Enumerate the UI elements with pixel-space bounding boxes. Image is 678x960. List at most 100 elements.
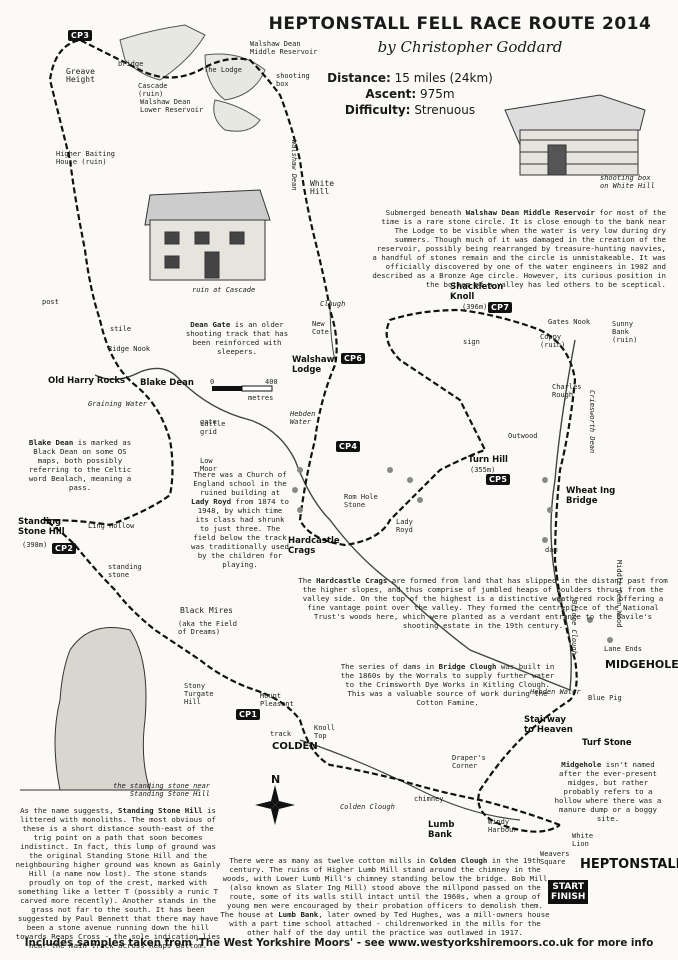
scale-unit: metres: [248, 394, 274, 402]
place-walshaw-lodge: Walshaw Lodge: [292, 355, 335, 375]
place-shooting-box: shooting box: [276, 72, 310, 88]
place-stony-turgate: Stony Turgate Hill: [184, 682, 214, 706]
reservoir-lower: [213, 99, 261, 132]
place-ling-hollow: Ling Hollow: [88, 522, 135, 530]
place-old-harry-rocks: Old Harry Rocks: [48, 376, 126, 386]
place-lumb-bank: Lumb Bank: [428, 820, 455, 840]
place-greave-height: Greave Height: [66, 67, 95, 84]
caption-ruin-cascade: ruin at Cascade: [192, 286, 256, 294]
place-walshaw-middle: Walshaw Dean Middle Reservoir: [250, 40, 318, 56]
water-walshaw-dean: Walshaw Dean: [290, 140, 298, 191]
para-colden-clough: There were as many as twelve cotton mill…: [220, 856, 550, 937]
water-clough: Clough: [320, 300, 346, 308]
checkpoint-cp3: CP3: [68, 30, 93, 41]
place-turn-hill: Turn Hill: [468, 455, 508, 465]
caption-standing-stone: the standing stone near Standing Stone H…: [113, 782, 210, 798]
place-hardcastle-crags: Hardcastle Crags: [288, 536, 340, 556]
place-blue-pig: Blue Pig: [588, 694, 622, 702]
checkpoint-cp1: CP1: [236, 709, 261, 720]
label-track: track: [270, 730, 292, 738]
place-shackleton-knoll: Shackleton Knoll: [450, 282, 504, 302]
label-gate: gate: [200, 418, 217, 426]
place-ridge-nook: Ridge Nook: [108, 345, 151, 353]
river-crimsworth: [550, 339, 576, 691]
woodland-trees: [292, 467, 613, 643]
compass-north: N: [271, 773, 281, 786]
stat-ascent: Ascent: 975m: [365, 87, 455, 101]
place-coppy: Coppy (ruin): [540, 333, 566, 349]
place-standing-stone: standing stone: [108, 563, 142, 579]
para-bridge-clough: The series of dams in Bridge Clough was …: [340, 662, 555, 707]
water-colden-clough: Colden Clough: [340, 803, 395, 811]
label-cattle-grid: cattle grid: [200, 420, 226, 436]
place-stairway-heaven: Stairway to Heaven: [524, 715, 573, 735]
checkpoint-cp5: CP5: [486, 474, 511, 485]
place-weavers-square: Weavers Square: [540, 850, 570, 866]
place-standing-stone-hill: Standing Stone Hill: [18, 517, 65, 537]
place-higher-baiting: Higher Baiting House (ruin): [56, 150, 116, 166]
place-knoll-top: Knoll Top: [314, 724, 336, 740]
place-walshaw-lower: Walshaw Dean Lower Reservoir: [140, 98, 204, 114]
map-author: by Christopher Goddard: [377, 38, 563, 56]
caption-shooting-box: shooting box on White Hill: [600, 174, 655, 190]
standing-stone-hill-height: (398m): [22, 541, 48, 549]
shackleton-knoll-height: (396m): [462, 303, 488, 311]
water-crimsworth: Crimsworth Dean: [588, 390, 596, 454]
checkpoint-cp6: CP6: [341, 353, 366, 364]
para-standing-stone: As the name suggests, Standing Stone Hil…: [15, 806, 221, 950]
para-dean-gate: Dean Gate is an older shooting track tha…: [185, 320, 289, 356]
label-chimney: chimney: [414, 795, 444, 803]
place-cascade: Cascade (ruin): [138, 82, 168, 98]
shooting-box-illustration: [504, 94, 646, 176]
place-wheat-ing-bridge: Wheat Ing Bridge: [566, 486, 616, 506]
stat-distance: Distance: 15 miles (24km): [327, 71, 493, 85]
black-mires-note: (aka the Field of Dreams): [178, 620, 238, 636]
label-post: post: [42, 298, 59, 306]
river-colden: [299, 739, 521, 821]
place-white-hill: White Hill: [310, 179, 335, 196]
place-lane-ends: Lane Ends: [604, 645, 642, 653]
place-heptonstall: HEPTONSTALL: [580, 857, 678, 872]
place-colden: COLDEN: [272, 741, 318, 752]
water-bridge-clough: Bridge Clough: [570, 600, 578, 655]
para-midgehole: Midgehole isn't named after the ever-pre…: [554, 760, 662, 823]
reservoir-upper: [119, 24, 206, 81]
map-title: HEPTONSTALL FELL RACE ROUTE 2014: [268, 14, 652, 34]
label-stile: stile: [110, 325, 132, 333]
scale-max: 400: [265, 378, 278, 386]
place-white-lion: White Lion: [572, 832, 594, 848]
scale-zero: 0: [210, 378, 215, 386]
place-rom-hole-stone: Rom Hole Stone: [344, 493, 378, 509]
scale-bar: [212, 385, 273, 392]
stat-difficulty: Difficulty: Strenuous: [344, 103, 476, 117]
place-low-moor: Low Moor: [200, 457, 217, 473]
place-lady-royd: Lady Royd: [396, 518, 413, 534]
place-outwood: Outwood: [508, 432, 538, 440]
checkpoint-cp7: CP7: [488, 302, 513, 313]
place-windy-harbour: Windy Harbour: [488, 818, 518, 834]
place-turf-stone: Turf Stone: [582, 738, 632, 748]
footer-credit: Includes samples taken from 'The West Yo…: [24, 937, 654, 949]
label-dam: dam: [545, 546, 558, 554]
place-the-lodge: The Lodge: [204, 66, 242, 74]
para-lady-royd: There was a Church of England school in …: [191, 470, 289, 569]
water-graining: Graining Water: [88, 400, 148, 408]
place-middle-dean-wood: Middle Dean Wood: [615, 560, 623, 628]
label-bridge: bridge: [118, 60, 144, 68]
water-hebden-2: Hebden Water: [290, 410, 316, 426]
standing-stone-illustration: [20, 627, 200, 791]
compass-rose: [255, 785, 295, 825]
river-hebden: [294, 459, 571, 691]
place-gates-nook: Gates Nook: [548, 318, 591, 326]
place-sunny-bank: Sunny Bank (ruin): [612, 320, 638, 344]
ruin-illustration: [144, 189, 271, 281]
route-line: [41, 38, 578, 833]
place-black-mires: Black Mires: [180, 606, 233, 615]
place-mount-pleasant: Mount Pleasant: [260, 692, 294, 708]
label-sign: sign: [463, 338, 480, 346]
para-walshaw: Submerged beneath Walshaw Dean Middle Re…: [372, 208, 666, 289]
para-hardcastle: The Hardcastle Crags are formed from lan…: [298, 576, 668, 630]
